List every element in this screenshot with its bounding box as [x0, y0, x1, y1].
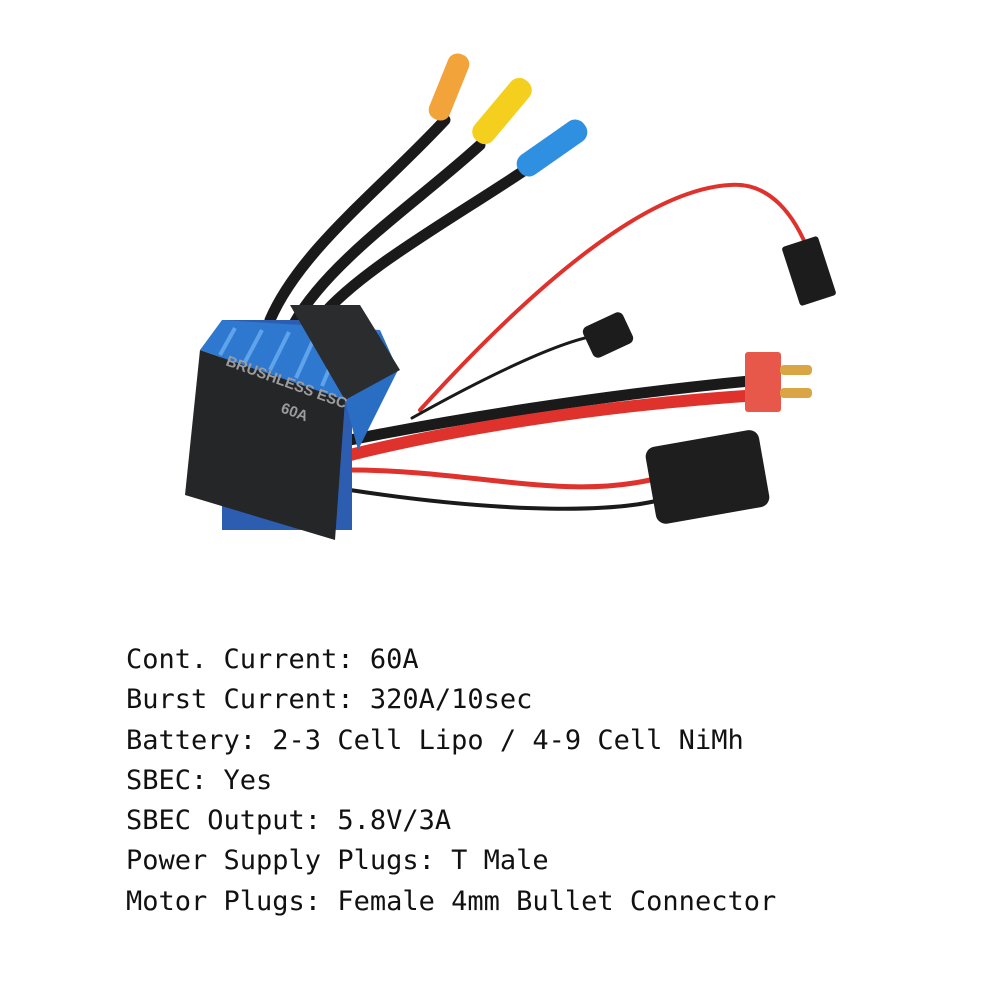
spec-sbec-output: SBEC Output: 5.8V/3A — [126, 805, 452, 837]
spec-battery: Battery: 2-3 Cell Lipo / 4-9 Cell NiMh — [126, 724, 744, 756]
receiver-lead — [410, 182, 812, 420]
blue-bullet-connector — [516, 119, 588, 177]
spec-motor-plugs: Motor Plugs: Female 4mm Bullet Connector — [126, 885, 777, 917]
orange-bullet-connector — [428, 53, 470, 121]
spec-list: Cont. Current: 60A Burst Current: 320A/1… — [126, 640, 776, 922]
spec-power-plugs: Power Supply Plugs: T Male — [126, 845, 549, 877]
esc-body — [185, 305, 400, 540]
switch-lead — [347, 467, 662, 511]
spec-burst-current: Burst Current: 320A/10sec — [126, 684, 533, 716]
spec-cont-current: Cont. Current: 60A — [126, 644, 419, 675]
battery-wires — [344, 374, 766, 461]
power-switch — [645, 430, 770, 524]
servo-plug — [782, 236, 836, 306]
switch-connector — [582, 312, 634, 358]
esc-product-photo: BRUSHLESS ESC 60A — [185, 53, 836, 540]
t-plug-connector — [745, 352, 812, 412]
motor-wires — [264, 114, 531, 328]
yellow-bullet-connector — [472, 77, 532, 145]
spec-sbec: SBEC: Yes — [126, 764, 273, 796]
